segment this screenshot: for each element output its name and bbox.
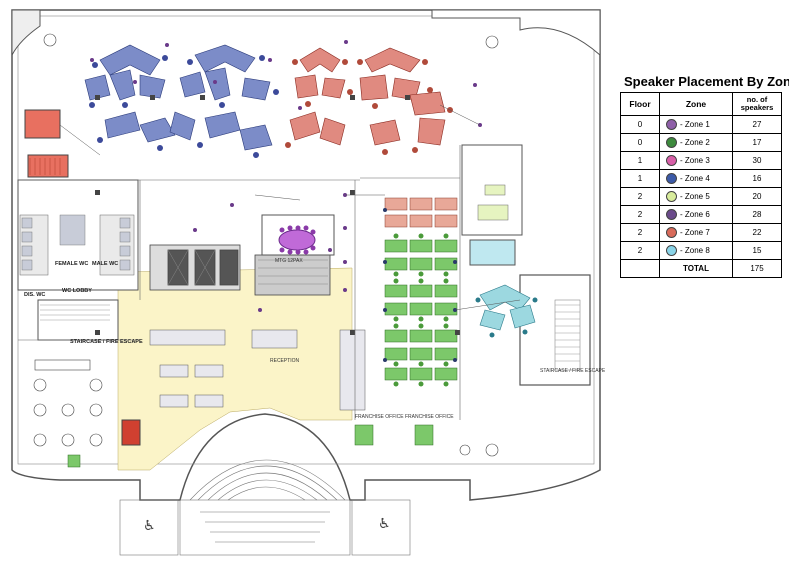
legend-row: 2 - Zone 8 15: [620, 241, 782, 260]
legend-zone-label: - Zone 2: [680, 138, 710, 147]
legend-floor: 2: [620, 241, 660, 260]
legend-zone-label: - Zone 8: [680, 246, 710, 255]
accessible-symbol-right: ♿: [378, 516, 391, 532]
dis-wc-label: DIS. WC: [24, 292, 45, 298]
green-chairs: [393, 233, 449, 387]
legend-row: 1 - Zone 3 30: [620, 151, 782, 170]
legend-zone: - Zone 8: [659, 241, 733, 260]
legend-header-speakers: no. of speakers: [732, 92, 782, 116]
legend-floor: 2: [620, 205, 660, 224]
floor-plan: ♿ ♿ STAIRCASE / FIRE ESCAPE STAIRCASE / …: [11, 9, 606, 556]
legend-total-label: TOTAL: [659, 259, 733, 278]
legend-speakers: 15: [732, 241, 782, 260]
zone-8-dot: [666, 245, 677, 256]
meeting-table: [278, 229, 316, 251]
zone-2-dot: [666, 137, 677, 148]
legend-zone-label: - Zone 5: [680, 192, 710, 201]
legend-zone: - Zone 1: [659, 115, 733, 134]
legend-zone-label: - Zone 7: [680, 228, 710, 237]
legend-header-zone: Zone: [659, 92, 733, 116]
legend-row: 2 - Zone 7 22: [620, 223, 782, 242]
legend-zone: - Zone 7: [659, 223, 733, 242]
zone-4-dot: [666, 173, 677, 184]
legend-zone-label: - Zone 4: [680, 174, 710, 183]
blue-chairs: [89, 55, 279, 158]
speaker-legend-table: Floor Zone no. of speakers 0 - Zone 1 27…: [620, 92, 782, 278]
corner-block-tr: [431, 9, 601, 57]
wc-male-label: MALE WC: [92, 261, 118, 267]
staircase-right-label: STAIRCASE / FIRE ESCAPE: [540, 368, 606, 374]
red-chairs: [285, 59, 453, 155]
legend-speakers: 28: [732, 205, 782, 224]
legend-zone: - Zone 5: [659, 187, 733, 206]
wc-lobby-label: WC LOBBY: [62, 288, 92, 294]
lobby-furniture: [149, 329, 366, 411]
corner-block-tl: [11, 9, 41, 56]
legend-zone: - Zone 3: [659, 151, 733, 170]
cyan-workstations: [479, 284, 536, 331]
zone-1-dot: [666, 119, 677, 130]
legend-speakers: 22: [732, 223, 782, 242]
legend-zone: - Zone 4: [659, 169, 733, 188]
accessible-symbol-left: ♿: [143, 518, 156, 534]
legend-floor: 0: [620, 115, 660, 134]
red-room-top: [24, 109, 61, 139]
staircase-left-label: STAIRCASE / FIRE ESCAPE: [70, 339, 143, 345]
lobby-area: [117, 267, 353, 471]
zone-7-dot: [666, 227, 677, 238]
red-desk-rows: [384, 197, 458, 228]
meeting-label: MTG 12PAX: [275, 258, 303, 264]
legend-zone: - Zone 2: [659, 133, 733, 152]
legend-speakers: 17: [732, 133, 782, 152]
lounge-tables: [33, 33, 499, 457]
column-grid: [95, 95, 460, 335]
red-locker: [121, 419, 141, 446]
legend-zone-label: - Zone 6: [680, 210, 710, 219]
blue-workstations: [84, 44, 273, 151]
legend-total-row: TOTAL 175: [620, 259, 782, 278]
red-workstations: [289, 47, 446, 146]
legend-total-empty: [620, 259, 660, 278]
legend-row: 1 - Zone 4 16: [620, 169, 782, 188]
legend-row: 2 - Zone 6 28: [620, 205, 782, 224]
legend-zone-label: - Zone 1: [680, 120, 710, 129]
legend-floor: 1: [620, 151, 660, 170]
legend-row: 0 - Zone 2 17: [620, 133, 782, 152]
legend-speakers: 20: [732, 187, 782, 206]
speaker-markers-darkblue: [383, 208, 457, 362]
entrance-stairs: [119, 459, 411, 556]
franchise-office-2-label: FRANCHISE OFFICE: [405, 414, 454, 420]
legend-floor: 1: [620, 169, 660, 188]
legend-total-value: 175: [732, 259, 782, 278]
legend-row: 2 - Zone 5 20: [620, 187, 782, 206]
partitions: [18, 145, 461, 420]
legend-speakers: 30: [732, 151, 782, 170]
zone-3-dot: [666, 155, 677, 166]
reception-label: RECEPTION: [270, 358, 300, 364]
legend-floor: 2: [620, 187, 660, 206]
legend-zone-label: - Zone 3: [680, 156, 710, 165]
red-room-mid: [27, 154, 69, 178]
zone-6-dot: [666, 209, 677, 220]
legend-speakers: 27: [732, 115, 782, 134]
zone-5-dot: [666, 191, 677, 202]
wc-female-label: FEMALE WC: [55, 261, 88, 267]
legend-speakers: 16: [732, 169, 782, 188]
legend-zone: - Zone 6: [659, 205, 733, 224]
legend-header-floor: Floor: [620, 92, 660, 116]
right-rooms: [461, 144, 523, 236]
franchise-office-1-label: FRANCHISE OFFICE: [355, 414, 404, 420]
lift-core: [149, 244, 331, 296]
legend-floor: 2: [620, 223, 660, 242]
legend-header-row: Floor Zone no. of speakers: [620, 92, 782, 116]
cyan-room: [469, 239, 516, 266]
legend-title: Speaker Placement By Zone: [624, 74, 789, 89]
legend-floor: 0: [620, 133, 660, 152]
legend-row: 0 - Zone 1 27: [620, 115, 782, 134]
